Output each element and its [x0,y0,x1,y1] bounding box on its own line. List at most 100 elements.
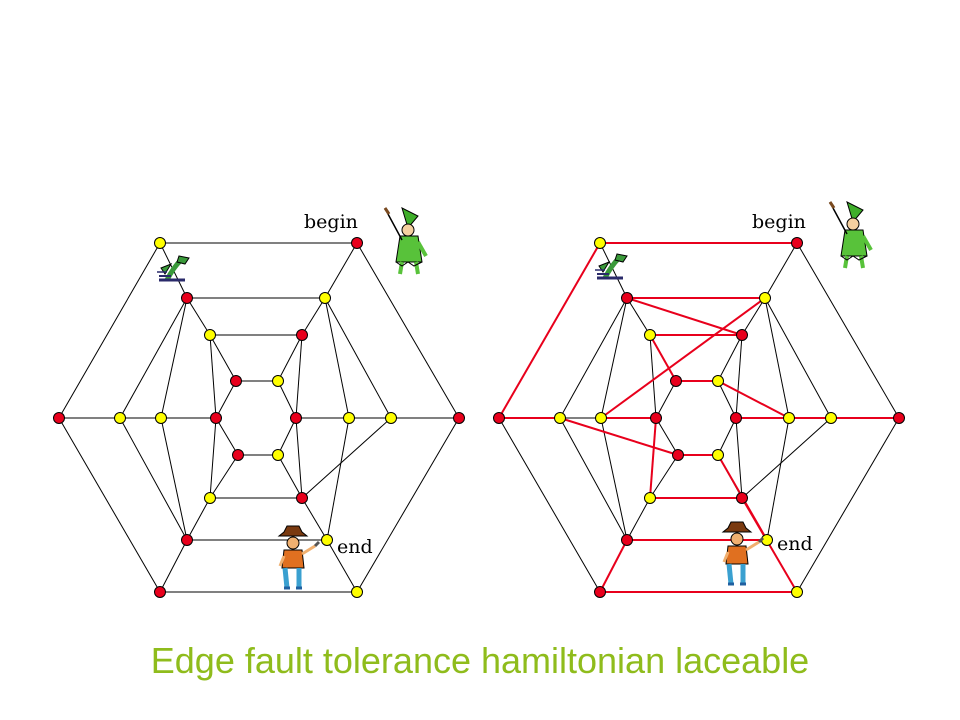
red-node [453,412,465,424]
yellow-node [272,375,284,387]
graph-edge [498,417,601,593]
graph-edge [119,417,188,541]
graph-edge [186,297,211,336]
yellow-node [319,292,331,304]
yellow-node [644,492,656,504]
yellow-node [155,412,167,424]
graph-edge [559,297,628,419]
yellow-node [783,412,795,424]
graph-edge [735,417,743,499]
red-node [351,237,363,249]
yellow-node [351,586,363,598]
red-node [210,412,222,424]
graph-edge [356,417,460,593]
red-node [670,375,682,387]
path-edge [498,242,601,419]
graph-edge [626,297,651,336]
yellow-node [343,412,355,424]
yellow-node [554,412,566,424]
yellow-node [644,329,656,341]
yellow-node [712,375,724,387]
graph-edge [277,454,303,499]
red-node [296,492,308,504]
dragon-fault-icon-left [157,256,189,280]
yellow-node [759,292,771,304]
graph-edge [277,334,303,382]
graph-edge [324,297,392,419]
yellow-node [321,534,333,546]
graph-edge [119,297,188,419]
end-label-left: end [337,536,373,558]
graph-edge [764,297,832,419]
yellow-node [204,329,216,341]
red-node [621,292,633,304]
path-edge [626,297,743,336]
graph-edge [215,380,237,419]
red-node [893,412,905,424]
graph-edge [277,380,297,419]
graph-edge [209,334,237,382]
path-edge [717,380,790,419]
graph-edge [649,454,679,499]
nodes-right [493,237,905,598]
graph-right [493,237,905,598]
graph-edge [655,417,679,456]
graph-edge [324,242,358,299]
red-node [493,412,505,424]
graph-edge [186,497,211,541]
yellow-node [594,237,606,249]
graph-edge [626,497,651,541]
red-node [672,449,684,461]
red-node [154,586,166,598]
red-node [791,237,803,249]
graph-edge [559,417,628,541]
graph-edge [58,417,161,593]
graph-edge [324,297,350,419]
graph-left [53,237,465,598]
graph-edge [58,242,161,419]
graph-edge [796,417,900,593]
red-node [621,534,633,546]
path-edge [649,417,657,499]
graph-edge [600,297,628,419]
graph-edge [655,380,677,419]
nodes-left [53,237,465,598]
cowboy-end-icon-right [723,522,763,584]
red-node [230,375,242,387]
path-edge [559,417,679,456]
red-node [181,292,193,304]
graph-edge [295,334,303,419]
elf-begin-icon-right [828,200,873,270]
dragon-fault-icon-right [595,254,627,278]
yellow-node [385,412,397,424]
red-node [181,534,193,546]
begin-label-right: begin [752,211,806,233]
graph-edge [326,417,350,541]
graph-edge [735,334,743,419]
graph-edge [326,539,358,593]
graph-edge [717,417,737,456]
path-edge [599,539,628,593]
red-node [736,492,748,504]
red-node [736,329,748,341]
begin-label-left: begin [304,211,358,233]
red-node [53,412,65,424]
graph-edge [160,417,188,541]
yellow-node [712,449,724,461]
graph-edge [301,497,328,541]
red-node [290,412,302,424]
graph-edge [301,417,392,499]
graph-edge [277,417,297,456]
red-node [232,449,244,461]
graph-edge [301,297,326,336]
path-edge [649,334,677,382]
yellow-node [204,492,216,504]
yellow-node [791,586,803,598]
red-node [296,329,308,341]
red-node [594,586,606,598]
graph-edge [356,242,460,419]
graph-edge [209,334,217,419]
graph-edge [649,334,657,419]
yellow-node [272,449,284,461]
